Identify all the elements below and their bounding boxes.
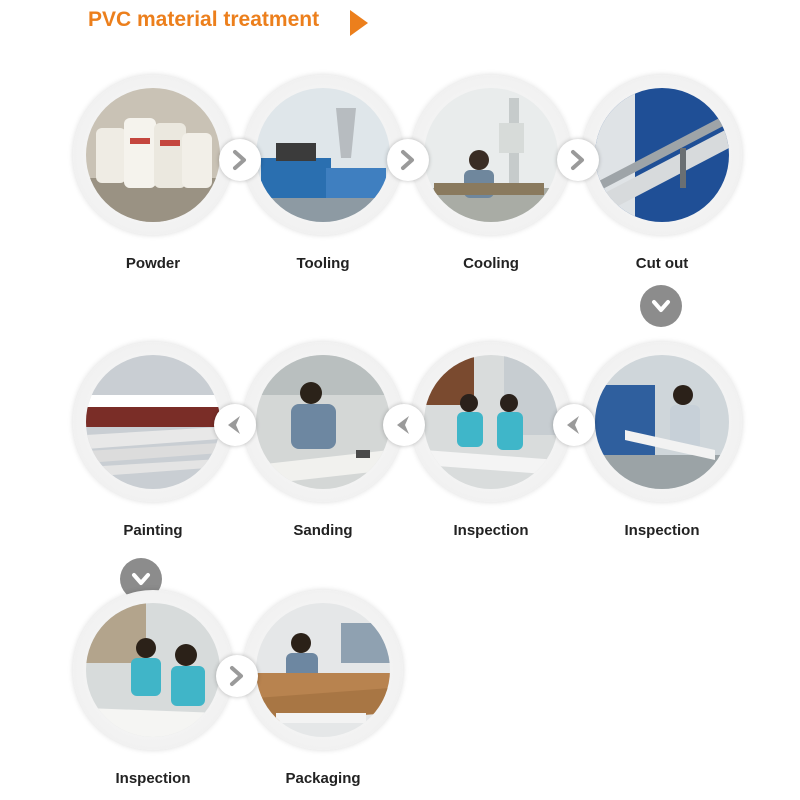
connector-down bbox=[640, 285, 682, 327]
chevron-left-icon bbox=[397, 416, 409, 434]
step-label: Packaging bbox=[285, 770, 361, 787]
chevron-left-icon bbox=[567, 416, 579, 434]
step-packaging: Packaging bbox=[243, 590, 403, 790]
step-label: Inspection bbox=[453, 522, 529, 539]
tooling-photo bbox=[256, 88, 390, 222]
chevron-right-icon bbox=[233, 150, 246, 170]
step-label: Tooling bbox=[296, 255, 350, 272]
connector-right bbox=[557, 139, 599, 181]
step-tooling: Tooling bbox=[243, 75, 403, 275]
chevron-down-icon bbox=[652, 300, 670, 312]
connector-left bbox=[383, 404, 425, 446]
title-arrow-icon bbox=[350, 10, 368, 36]
step-cooling: Cooling bbox=[411, 75, 571, 275]
step-label: Powder bbox=[125, 255, 181, 272]
step-label: Painting bbox=[123, 522, 183, 539]
connector-left bbox=[214, 404, 256, 446]
connector-right bbox=[219, 139, 261, 181]
step-inspection-2: Inspection bbox=[411, 342, 571, 542]
step-inspection-3: Inspection bbox=[73, 590, 233, 790]
powder-photo bbox=[86, 88, 220, 222]
page-title: PVC material treatment bbox=[88, 8, 320, 31]
step-label: Cut out bbox=[635, 255, 689, 272]
step-label: Sanding bbox=[293, 522, 353, 539]
connector-left bbox=[553, 404, 595, 446]
chevron-right-icon bbox=[230, 666, 243, 686]
connector-right bbox=[387, 139, 429, 181]
step-painting: Painting bbox=[73, 342, 233, 542]
chevron-left-icon bbox=[228, 416, 240, 434]
cut-out-photo bbox=[595, 88, 729, 222]
step-cut-out: Cut out bbox=[582, 75, 742, 275]
cooling-photo bbox=[424, 88, 558, 222]
step-powder: Powder bbox=[73, 75, 233, 275]
painting-photo bbox=[86, 355, 220, 489]
step-label: Cooling bbox=[463, 255, 519, 272]
chevron-right-icon bbox=[401, 150, 414, 170]
inspection-photo bbox=[595, 355, 729, 489]
connector-right bbox=[216, 655, 258, 697]
inspection-photo bbox=[424, 355, 558, 489]
inspection-photo bbox=[86, 603, 220, 737]
step-sanding: Sanding bbox=[243, 342, 403, 542]
chevron-down-icon bbox=[132, 573, 150, 585]
step-label: Inspection bbox=[115, 770, 191, 787]
step-inspection-1: Inspection bbox=[582, 342, 742, 542]
step-label: Inspection bbox=[624, 522, 700, 539]
sanding-photo bbox=[256, 355, 390, 489]
packaging-photo bbox=[256, 603, 390, 737]
chevron-right-icon bbox=[571, 150, 584, 170]
